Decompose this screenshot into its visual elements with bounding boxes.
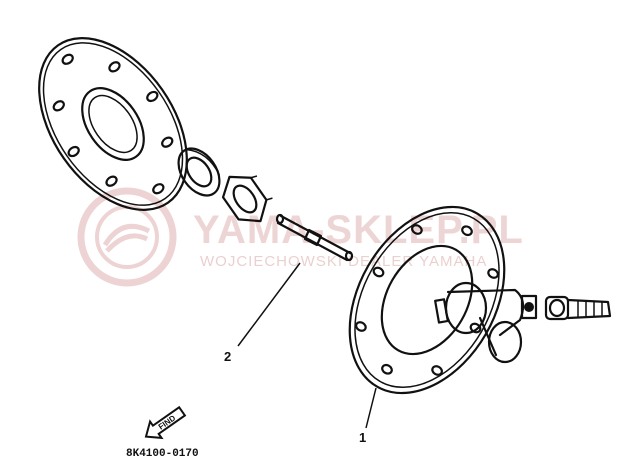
watermark-logo <box>77 187 177 287</box>
hub-assembly <box>348 205 538 395</box>
leader-lines <box>237 262 377 429</box>
watermark-title: YAMA-SKLEP.PL <box>193 208 524 252</box>
find-arrow-icon: FIND <box>144 405 187 440</box>
watermark-subtitle: WOJCIECHOWSKI DEALER YAMAHA <box>200 253 487 270</box>
diagram-code: 8K4100-0170 <box>126 448 199 460</box>
flange-plate <box>38 37 188 211</box>
washer <box>177 147 221 197</box>
callout-part-2: 2 <box>224 349 231 364</box>
bolt <box>544 295 612 321</box>
hex-nut <box>221 175 273 223</box>
callout-part-1: 1 <box>359 430 366 445</box>
pin-key <box>275 213 354 262</box>
